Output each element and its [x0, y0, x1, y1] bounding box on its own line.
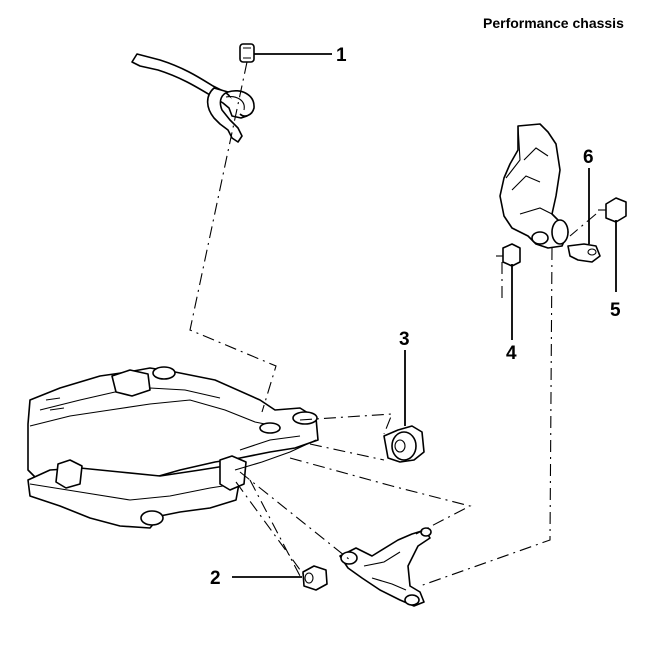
link-bracket-6	[567, 243, 601, 263]
callout-3: 3	[399, 329, 410, 350]
lower-control-arm	[339, 527, 432, 607]
control-arm-bushing-2	[302, 565, 328, 591]
knuckle-bushing-4	[496, 243, 521, 267]
front-subframe	[27, 366, 319, 529]
stabilizer-bushing-1	[239, 43, 255, 63]
steering-knuckle	[499, 123, 569, 249]
callout-1: 1	[336, 45, 347, 66]
callout-5: 5	[610, 300, 621, 321]
callout-6: 6	[583, 147, 594, 168]
callout-4: 4	[506, 343, 517, 364]
leader-lines	[232, 53, 617, 578]
assembly-lines	[189, 61, 597, 587]
stabilizer-bar	[131, 53, 255, 143]
knuckle-bushing-5	[598, 197, 627, 223]
diagram-title: Performance chassis	[483, 15, 624, 31]
rear-bushing-3	[383, 425, 425, 463]
callout-2: 2	[210, 568, 221, 589]
